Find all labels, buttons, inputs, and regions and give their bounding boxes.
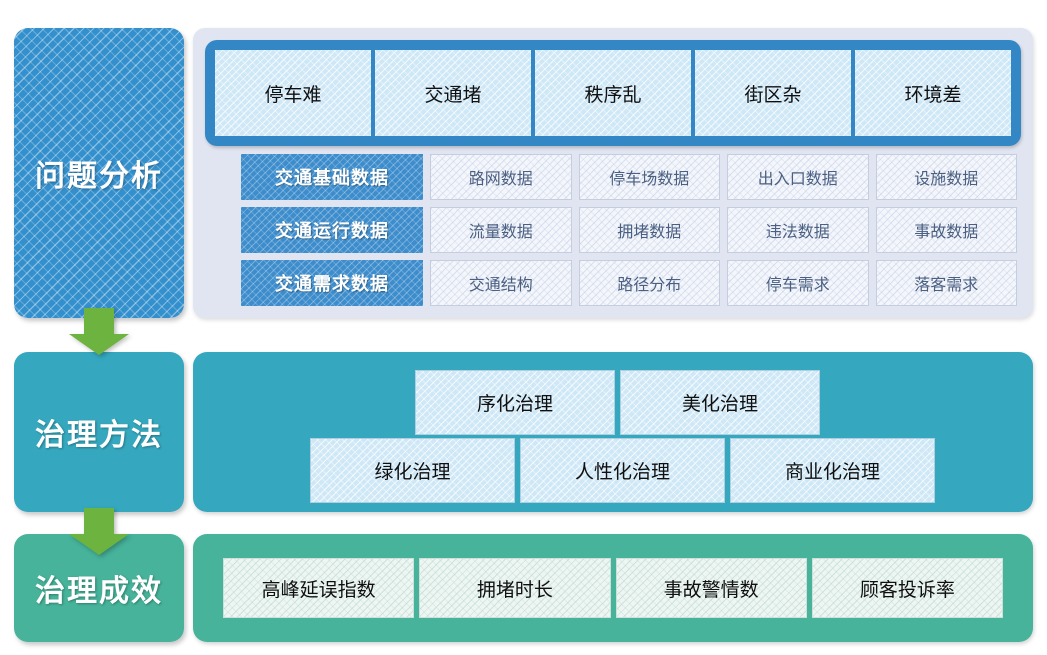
data-category-row: 交通需求数据 交通结构 路径分布 停车需求 落客需求	[241, 260, 1017, 306]
effect-metric-cell[interactable]: 高峰延误指数	[223, 558, 415, 618]
data-category-cell-text: 事故数据	[914, 222, 979, 241]
data-category-cell-text: 违法数据	[765, 222, 830, 241]
data-category-cell-text: 落客需求	[914, 275, 979, 294]
stage-label-problem-analysis: 问题分析	[14, 28, 184, 318]
effect-metric-cell[interactable]: 顾客投诉率	[811, 558, 1003, 618]
down-arrow-icon-problem-to-method	[68, 308, 130, 356]
problem-issue-frame: 停车难 交通堵 秩序乱 街区杂 环境差	[205, 40, 1021, 146]
data-category-cell[interactable]: 路网数据	[430, 154, 572, 200]
data-category-cell-text: 交通结构	[468, 275, 533, 294]
problem-issue-cell[interactable]: 交通堵	[375, 50, 531, 136]
effect-metric-cell[interactable]: 拥堵时长	[419, 558, 611, 618]
problem-issue-cell[interactable]: 环境差	[855, 50, 1011, 136]
method-cell[interactable]: 人性化治理	[520, 438, 725, 503]
data-category-cell-text: 拥堵数据	[617, 222, 682, 241]
stage-label-governance-method: 治理方法	[14, 352, 184, 512]
method-cell-text: 绿化治理	[374, 461, 451, 483]
data-category-cell-text: 停车场数据	[609, 169, 690, 188]
data-category-cell-text: 出入口数据	[757, 169, 838, 188]
data-category-row-label-text: 交通运行数据	[275, 221, 389, 242]
data-category-cell[interactable]: 拥堵数据	[578, 207, 720, 253]
effect-metric-text: 顾客投诉率	[859, 578, 955, 601]
down-arrow-icon-method-to-effect	[68, 508, 130, 556]
panel-governance-method: 序化治理 美化治理 绿化治理 人性化治理 商业化治理	[193, 352, 1033, 512]
data-category-row: 交通运行数据 流量数据 拥堵数据 违法数据 事故数据	[241, 207, 1017, 253]
method-cell-text: 序化治理	[476, 393, 553, 415]
method-row-upper: 序化治理 美化治理	[415, 370, 820, 435]
method-cell-text: 美化治理	[681, 393, 758, 415]
problem-issue-label: 交通堵	[424, 83, 482, 106]
data-category-cell-text: 路网数据	[468, 169, 533, 188]
problem-issue-label: 秩序乱	[584, 83, 642, 106]
problem-issue-cell[interactable]: 街区杂	[695, 50, 851, 136]
data-category-row-label[interactable]: 交通基础数据	[241, 154, 423, 200]
problem-issue-label: 街区杂	[744, 83, 802, 106]
data-category-cell[interactable]: 流量数据	[430, 207, 572, 253]
effect-metric-text: 高峰延误指数	[261, 578, 376, 601]
data-category-cell[interactable]: 设施数据	[875, 154, 1017, 200]
data-category-row-label[interactable]: 交通需求数据	[241, 260, 423, 306]
problem-issue-label: 停车难	[264, 83, 322, 106]
stage-label-governance-method-text: 治理方法	[35, 418, 163, 453]
data-category-cell[interactable]: 事故数据	[875, 207, 1017, 253]
data-category-cell-text: 设施数据	[914, 169, 979, 188]
stage-label-problem-analysis-text: 问题分析	[35, 159, 163, 194]
data-category-cell-text: 流量数据	[468, 222, 533, 241]
data-category-cell[interactable]: 落客需求	[875, 260, 1017, 306]
effect-metric-text: 拥堵时长	[476, 578, 553, 601]
method-row-lower: 绿化治理 人性化治理 商业化治理	[310, 438, 935, 503]
data-category-cell[interactable]: 违法数据	[727, 207, 869, 253]
data-category-table: 交通基础数据 路网数据 停车场数据 出入口数据 设施数据 交通运行数据 流量数据	[241, 154, 1017, 306]
data-category-cell-text: 停车需求	[765, 275, 830, 294]
method-cell[interactable]: 序化治理	[415, 370, 615, 435]
stage-label-governance-effect-text: 治理成效	[35, 574, 163, 609]
data-category-cell[interactable]: 停车场数据	[578, 154, 720, 200]
method-cell[interactable]: 美化治理	[620, 370, 820, 435]
effect-metric-cell[interactable]: 事故警情数	[615, 558, 807, 618]
data-category-cell[interactable]: 交通结构	[430, 260, 572, 306]
panel-problem-analysis: 停车难 交通堵 秩序乱 街区杂 环境差 交通基础数据 路网数据 停车场数据	[193, 28, 1033, 318]
data-category-cell-text: 路径分布	[617, 275, 682, 294]
method-cell-text: 商业化治理	[784, 461, 880, 483]
method-cell[interactable]: 绿化治理	[310, 438, 515, 503]
method-cell[interactable]: 商业化治理	[730, 438, 935, 503]
method-cell-text: 人性化治理	[574, 461, 670, 483]
data-category-row-label-text: 交通基础数据	[275, 168, 389, 189]
effect-metric-text: 事故警情数	[663, 578, 759, 601]
data-category-cell[interactable]: 出入口数据	[727, 154, 869, 200]
problem-issue-label: 环境差	[904, 83, 962, 106]
problem-issue-cell[interactable]: 秩序乱	[535, 50, 691, 136]
panel-governance-effect: 高峰延误指数 拥堵时长 事故警情数 顾客投诉率	[193, 534, 1033, 642]
data-category-cell[interactable]: 路径分布	[578, 260, 720, 306]
data-category-cell[interactable]: 停车需求	[727, 260, 869, 306]
data-category-row-label-text: 交通需求数据	[275, 274, 389, 295]
problem-issue-cell[interactable]: 停车难	[215, 50, 371, 136]
data-category-row: 交通基础数据 路网数据 停车场数据 出入口数据 设施数据	[241, 154, 1017, 200]
data-category-row-label[interactable]: 交通运行数据	[241, 207, 423, 253]
